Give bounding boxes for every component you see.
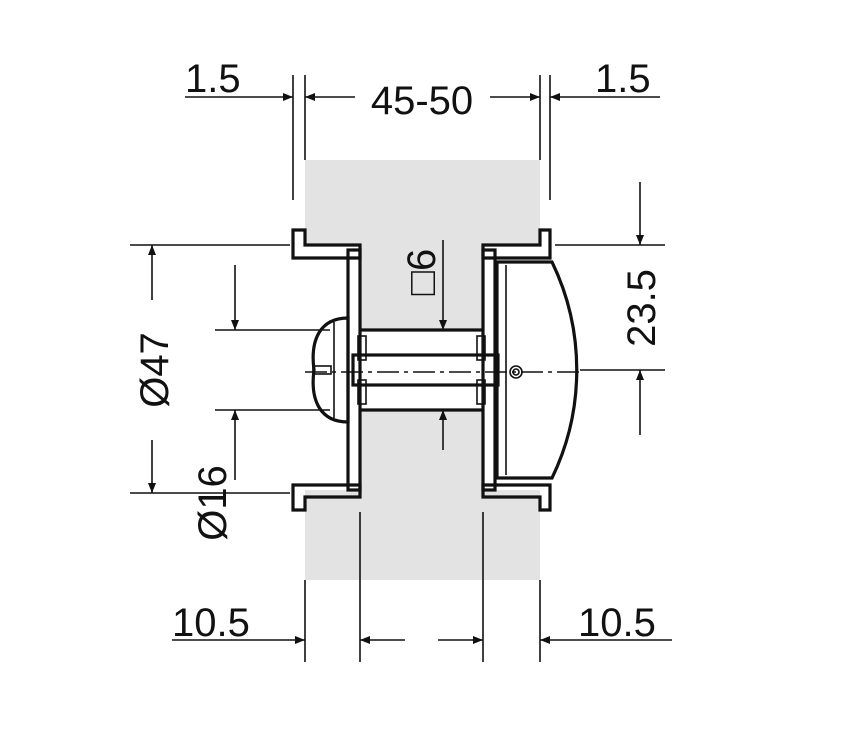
top-dimensions: 1.5 45-50 1.5	[185, 57, 660, 200]
bottom-dimensions: 10.5 10.5	[172, 512, 672, 662]
square-drive-dimension: □6	[400, 240, 447, 450]
bolt	[311, 316, 500, 424]
dim-bottom-right: 10.5	[578, 601, 656, 645]
dim-outer-diameter: Ø47	[133, 332, 177, 408]
cam-housing	[495, 260, 579, 480]
dim-panel-thickness: 45-50	[371, 79, 473, 123]
right-dimensions: 23.5	[555, 182, 665, 435]
left-dimensions: Ø47 Ø16	[130, 244, 330, 541]
dim-square-drive: □6	[400, 249, 444, 295]
dim-bottom-left: 10.5	[172, 601, 250, 645]
dim-height-center: 23.5	[620, 269, 664, 347]
dim-top-left: 1.5	[185, 57, 241, 101]
dim-bolt-diameter: Ø16	[191, 465, 235, 541]
panel-section	[305, 160, 540, 580]
dim-top-right: 1.5	[595, 57, 651, 101]
